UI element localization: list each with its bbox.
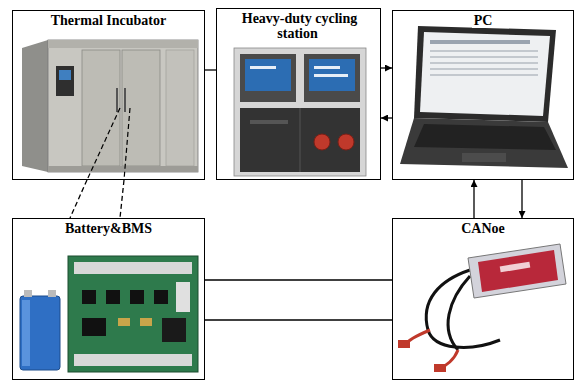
box-title-row: Heavy-duty cycling station [217,9,380,42]
illustration-part [24,290,32,297]
illustration-part [414,26,556,122]
illustration-part [245,59,291,91]
illustration-part [434,364,446,372]
illustration-part [154,290,168,304]
illustration-part [430,68,538,70]
illustration-part [240,108,360,172]
box-title: Battery&BMS [63,221,154,236]
illustration-part [478,250,558,292]
illustration-part [140,318,152,326]
box-title-row: Thermal Incubator [13,11,204,28]
illustration-part [116,88,118,112]
illustration-part [162,318,186,342]
illustration-part [118,318,130,326]
incubator-illustration [22,40,198,180]
box-title: CANoe [459,221,507,236]
illustration-part [314,66,340,69]
box-title-row: Battery&BMS [13,219,204,236]
equipment-box: PC [392,10,574,180]
illustration-part [176,282,190,312]
illustration-part [87,108,120,180]
illustration-part [430,50,538,52]
illustration-part [48,40,198,48]
illustration-part [22,40,48,172]
box-title: PC [472,13,495,28]
illustration-part [309,59,355,91]
signal-arrow [473,180,474,218]
equipment-box: Thermal Incubator [12,10,205,180]
illustration-part [48,40,198,172]
illustration-part [414,124,556,150]
illustration-part [430,40,530,44]
signal-arrow [381,67,392,68]
illustration-part [74,354,192,366]
illustration-part [59,70,71,80]
illustration-part [20,296,60,370]
equipment-box: Heavy-duty cycling station [216,8,381,180]
illustration-part [74,262,192,274]
connection-line [205,319,392,320]
illustration-part [448,276,470,350]
illustration-part [234,48,366,176]
illustration-part [314,134,330,150]
illustration-part [304,54,360,102]
connection-line [120,180,124,218]
illustration-part [82,290,96,304]
equipment-box: CANoe [392,218,574,380]
signal-arrow [521,180,522,218]
illustration-part [124,108,130,180]
illustration-part [462,153,506,162]
illustration-part [106,290,120,304]
illustration-part [420,32,550,116]
box-title: Heavy-duty cycling station [240,11,358,41]
illustration-part [398,340,410,348]
illustration-part [56,66,74,96]
illustration-part [300,108,301,172]
illustration-part [250,66,276,69]
equipment-box: Battery&BMS [12,218,205,380]
connection-line [70,180,87,218]
illustration-part [430,56,538,58]
laptop-illustration [400,26,568,168]
illustration-part [130,290,144,304]
illustration-part [48,290,56,297]
connection-line [205,279,392,280]
cycling-station-illustration [234,48,366,176]
illustration-part [22,300,30,366]
illustration-part [314,74,348,77]
illustration-part [338,134,354,150]
illustration-part [124,88,126,112]
illustration-part [122,50,160,166]
illustration-part [82,318,106,336]
illustration-part [250,120,288,124]
illustration-part [240,54,296,102]
illustration-part [500,262,531,273]
battery-bms-illustration [20,256,198,372]
illustration-part [166,50,194,166]
illustration-part [400,118,568,168]
illustration-part [430,74,538,76]
signal-arrow [381,117,392,118]
illustration-part [468,244,566,298]
illustration-part [48,166,198,172]
can-interface-illustration [398,244,566,372]
box-title-row: CANoe [393,219,573,236]
box-title: Thermal Incubator [49,13,169,28]
box-title-row: PC [393,11,573,28]
illustration-part [430,62,538,64]
illustration-part [68,256,198,372]
connection-line [205,69,216,70]
